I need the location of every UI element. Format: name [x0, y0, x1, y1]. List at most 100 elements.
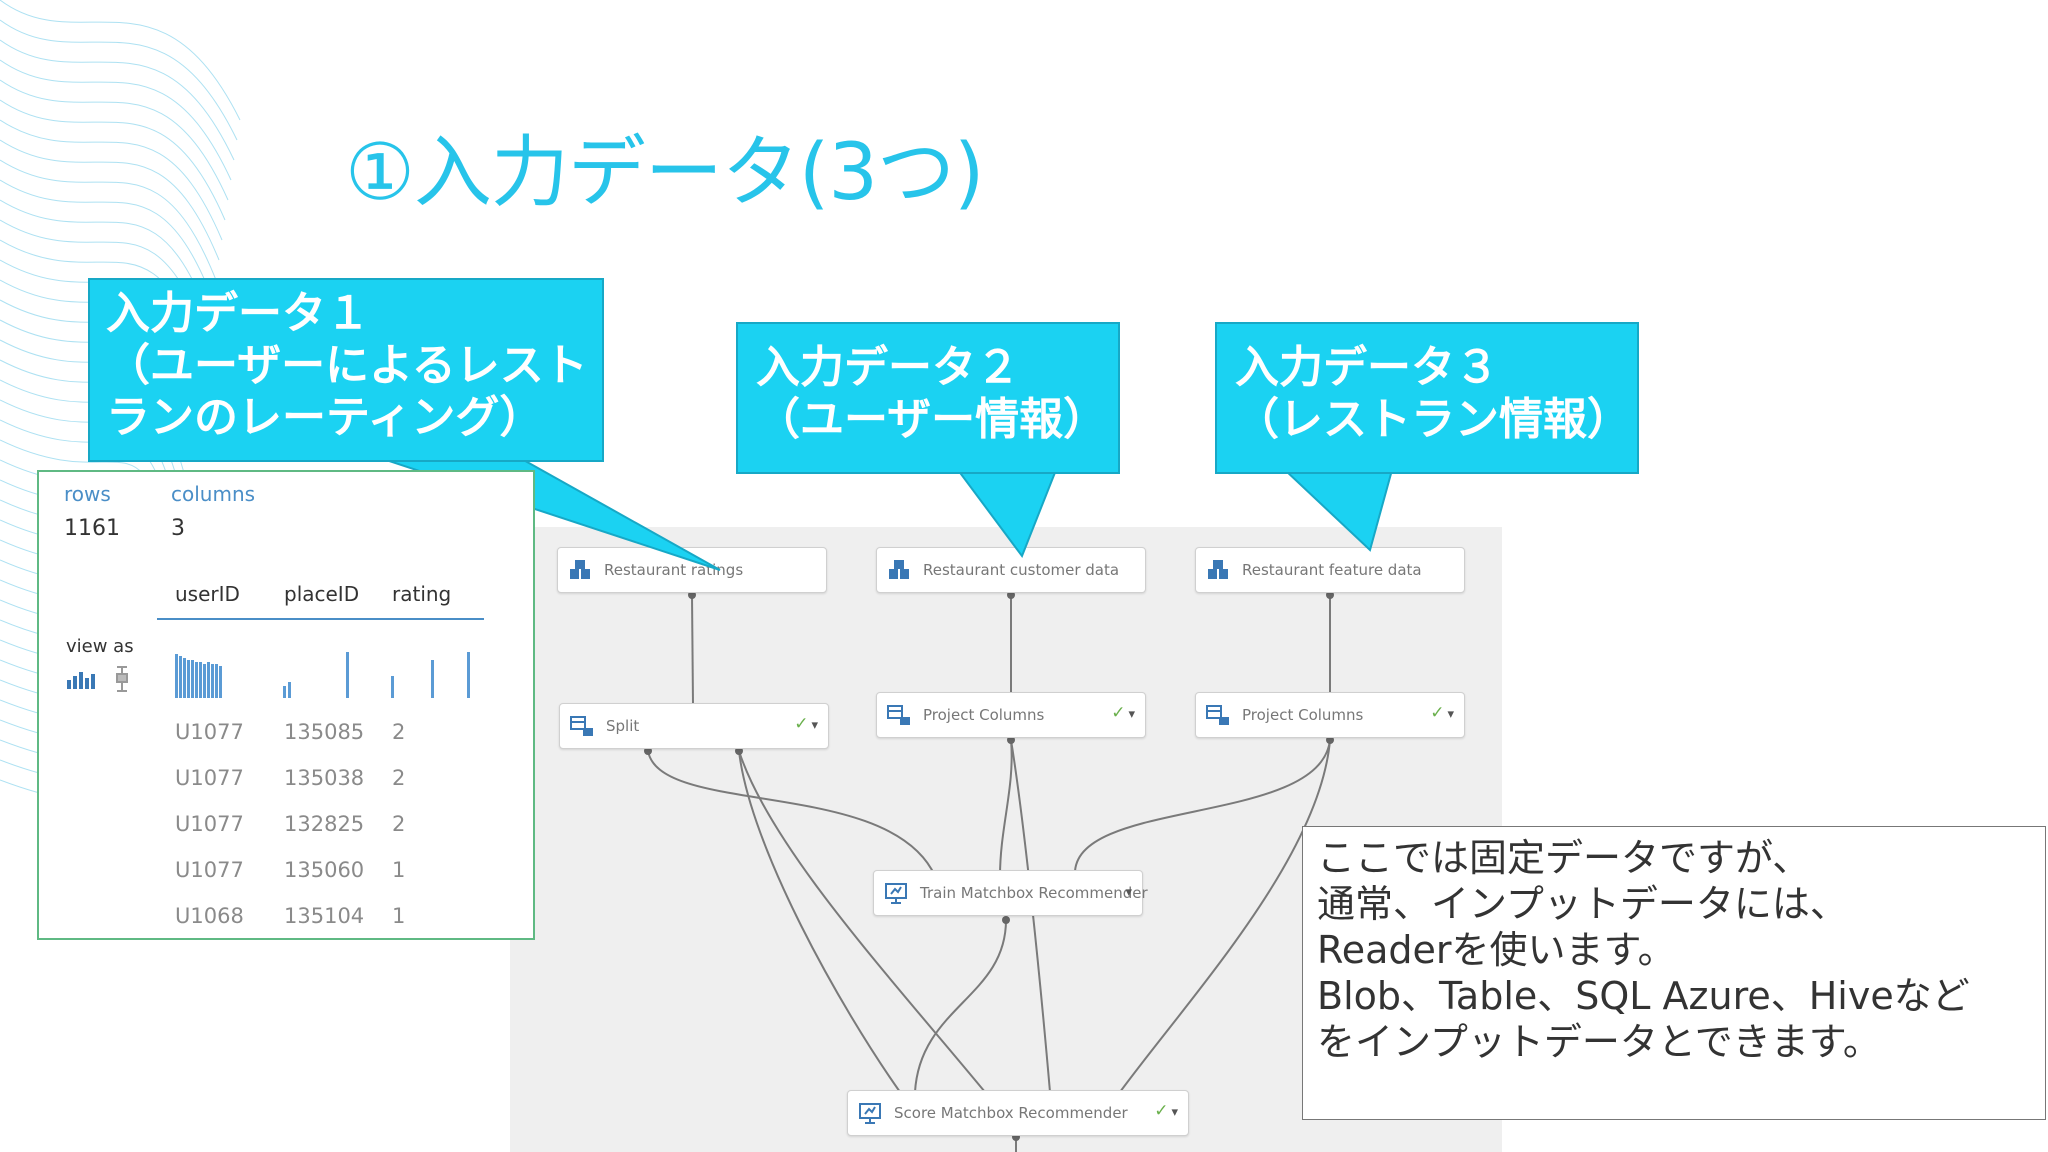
module-train-matchbox[interactable]: Train Matchbox Recommender ▾ — [873, 870, 1148, 916]
module-split[interactable]: Split ✓▾ — [559, 703, 829, 749]
table-cell: U1077 — [175, 858, 244, 882]
note-line: Blob、Table、SQL Azure、Hiveなど — [1317, 974, 1970, 1018]
module-label: Restaurant customer data — [923, 561, 1120, 579]
chevron-down-icon: ▾ — [1447, 707, 1454, 722]
slide-title: ①入力データ(3つ) — [345, 128, 984, 218]
note-line: ここでは固定データですが、 — [1317, 836, 1811, 880]
histogram-bar — [207, 662, 210, 698]
histogram-bar — [183, 658, 186, 698]
columns-value: 3 — [171, 516, 185, 541]
histogram-bar — [283, 686, 286, 698]
dataset-icon — [889, 560, 909, 579]
histogram-bar — [211, 664, 214, 698]
note-box: ここでは固定データですが、 通常、インプットデータには、 Readerを使います… — [1302, 826, 2046, 1120]
table-cell: 135085 — [284, 720, 365, 744]
wire-line — [0, 19, 238, 141]
note-line: Readerを使います。 — [1317, 928, 1676, 972]
wire-line — [0, 179, 214, 301]
module-label: Project Columns — [1242, 706, 1364, 724]
wire-line — [0, 39, 235, 161]
histogram-bar — [215, 664, 218, 698]
connector-project1-train — [999, 739, 1013, 877]
histogram-bar — [179, 656, 182, 698]
module-label: Split — [606, 717, 640, 735]
callout-3-pointer — [1282, 469, 1394, 552]
histogram-view-icon[interactable] — [66, 668, 98, 690]
histogram-bar — [219, 666, 222, 698]
status-check-icon: ✓▾ — [1430, 703, 1454, 723]
boxplot-view-icon[interactable] — [114, 666, 130, 692]
connector-project2-train — [1073, 739, 1331, 877]
callout-line: （レストラン情報） — [1235, 394, 1631, 445]
dataset-icon — [570, 560, 590, 579]
column-header-rating[interactable]: rating — [392, 582, 452, 606]
status-check-icon: ✓▾ — [794, 714, 818, 734]
wire-line — [0, 159, 217, 281]
module-restaurant-ratings[interactable]: Restaurant ratings — [557, 547, 827, 593]
wire-line — [0, 119, 223, 241]
wire-line — [0, 99, 226, 221]
wire-line — [0, 59, 232, 181]
callout-input-2: 入力データ２ （ユーザー情報） — [736, 322, 1120, 474]
histogram-bar — [467, 652, 470, 698]
histogram-bar — [431, 660, 434, 698]
status-check-icon: ▾ — [1122, 881, 1132, 901]
module-label: Score Matchbox Recommender — [894, 1104, 1128, 1122]
module-label: Train Matchbox Recommender — [920, 884, 1148, 902]
header-underline — [157, 618, 484, 620]
histogram-bar — [346, 652, 349, 698]
columns-label: columns — [171, 482, 256, 506]
histogram-bar — [199, 662, 202, 698]
note-line: 通常、インプットデータには、 — [1317, 882, 1848, 926]
wire-line — [0, 199, 211, 321]
connector-split-train — [647, 750, 936, 877]
chevron-down-icon: ▾ — [1128, 707, 1135, 722]
column-header-placeid[interactable]: placeID — [284, 582, 360, 606]
table-cell: 135104 — [284, 904, 365, 928]
table-cell: 2 — [392, 766, 406, 790]
module-project-columns-2[interactable]: Project Columns ✓▾ — [1195, 692, 1465, 738]
module-label: Restaurant feature data — [1242, 561, 1422, 579]
table-transform-icon — [570, 716, 593, 736]
status-check-icon: ✓▾ — [1111, 703, 1135, 723]
callout-input-1: 入力データ１ （ユーザーによるレスト ランのレーティング） — [88, 278, 604, 462]
chevron-down-icon: ▾ — [1171, 1105, 1178, 1120]
module-label: Project Columns — [923, 706, 1045, 724]
module-restaurant-feature-data[interactable]: Restaurant feature data — [1195, 547, 1465, 593]
connection-lines — [644, 591, 1334, 1152]
table-cell: U1068 — [175, 904, 244, 928]
module-project-columns-1[interactable]: Project Columns ✓▾ — [876, 692, 1146, 738]
histogram-bar — [191, 660, 194, 698]
histogram-bar — [187, 660, 190, 698]
histogram-bar — [288, 682, 291, 698]
rows-value: 1161 — [64, 516, 120, 541]
callout-line: （ユーザー情報） — [756, 394, 1108, 445]
module-restaurant-customer-data[interactable]: Restaurant customer data — [876, 547, 1146, 593]
column-header-userid[interactable]: userID — [175, 582, 240, 606]
table-cell: 1 — [392, 904, 406, 928]
wire-line — [0, 79, 229, 201]
callout-line: 入力データ３ — [1235, 342, 1499, 393]
score-model-icon — [859, 1103, 881, 1124]
callout-line: （ユーザーによるレスト — [106, 340, 588, 391]
note-text: ここでは固定データですが、 通常、インプットデータには、 Readerを使います… — [1317, 835, 1970, 1065]
histogram-bar — [203, 664, 206, 698]
connector-split-score-b — [738, 750, 901, 1093]
table-cell: U1077 — [175, 766, 244, 790]
wire-line — [0, 139, 220, 261]
module-score-matchbox[interactable]: Score Matchbox Recommender ✓▾ — [847, 1090, 1189, 1136]
table-cell: 135060 — [284, 858, 365, 882]
table-cell: 2 — [392, 812, 406, 836]
table-cell: 1 — [392, 858, 406, 882]
column-histograms — [175, 652, 470, 698]
connector-project2-score — [1119, 739, 1331, 1093]
chevron-down-icon: ▾ — [1125, 885, 1132, 900]
table-cell: 132825 — [284, 812, 365, 836]
table-cell: 2 — [392, 720, 406, 744]
table-transform-icon — [1206, 705, 1229, 725]
status-check-icon: ✓▾ — [1154, 1101, 1178, 1121]
callout-input-3: 入力データ３ （レストラン情報） — [1215, 322, 1639, 474]
table-cell: 135038 — [284, 766, 365, 790]
dataset-icon — [1208, 560, 1228, 579]
callout-line: 入力データ２ — [756, 342, 1020, 393]
